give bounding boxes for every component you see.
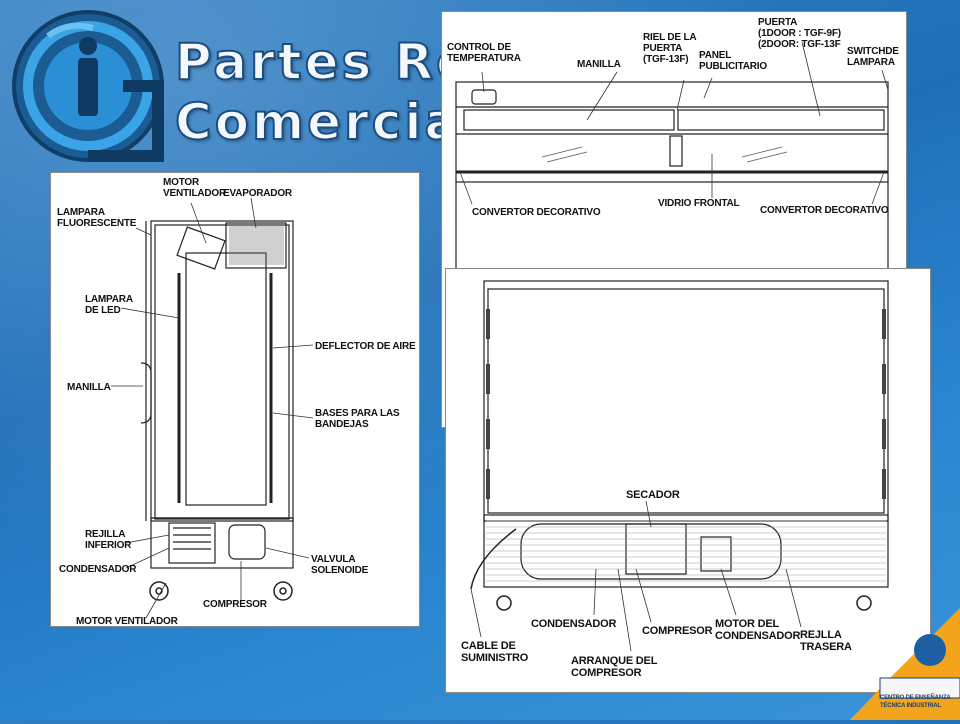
label-rejilla-inferior: REJILLA INFERIOR — [85, 529, 132, 551]
label-arranque-compresor: ARRANQUE DEL COMPRESOR — [571, 655, 658, 679]
label-lampara-led: LAMPARA DE LED — [85, 294, 133, 316]
slide-title: Partes Re Comercia — [174, 32, 474, 152]
side-view-diagram: MOTOR VENTILADOR EVAPORADOR LAMPARA FLUO… — [50, 172, 420, 627]
label-switch-lampara: SWITCHDE LAMPARA — [847, 46, 899, 68]
label-motor-condensador: MOTOR DEL CONDENSADOR — [715, 618, 801, 642]
label-vidrio-frontal: VIDRIO FRONTAL — [658, 198, 740, 209]
label-lampara-fluorescente: LAMPARA FLUORESCENTE — [57, 207, 137, 229]
label-condensador: CONDENSADOR — [59, 564, 137, 575]
label-puerta: PUERTA (1DOOR : TGF-9F) (2DOOR: TGF-13F — [758, 17, 841, 50]
title-line-2: Comercia — [174, 92, 462, 152]
badge-text-line-1: CENTRO DE ENSEÑANZA — [880, 695, 951, 701]
label-deflector-aire: DEFLECTOR DE AIRE — [315, 341, 416, 352]
title-line-1: Partes Re — [174, 32, 474, 92]
label-manilla: MANILLA — [67, 382, 111, 393]
label-condensador-rear: CONDENSADOR — [531, 618, 617, 630]
label-secador: SECADOR — [626, 489, 680, 501]
badge-logo-icon — [850, 608, 960, 720]
institution-logo-icon — [12, 10, 164, 162]
front-view-drawing — [455, 41, 889, 272]
label-valvula-solenoide: VALVULA SOLENOIDE — [311, 554, 369, 576]
label-convertor-izq: CONVERTOR DECORATIVO — [472, 207, 601, 218]
label-compresor-side: COMPRESOR — [203, 599, 267, 610]
label-motor-ventilador-top: MOTOR VENTILADOR — [163, 177, 227, 199]
label-compresor-rear: COMPRESOR — [642, 625, 713, 637]
label-evaporador: EVAPORADOR — [223, 188, 292, 199]
label-riel-puerta: RIEL DE LA PUERTA (TGF-13F) — [643, 32, 697, 65]
label-rejilla-trasera: REJLLA TRASERA — [800, 629, 852, 653]
badge-text-line-2: TÉCNICA INDUSTRIAL — [880, 703, 941, 709]
label-manilla-front: MANILLA — [577, 59, 621, 70]
label-control-temperatura: CONTROL DE TEMPERATURA — [447, 42, 521, 64]
side-view-drawing — [111, 197, 314, 619]
rear-view-diagram: SECADOR CONDENSADOR COMPRESOR MOTOR DEL … — [445, 268, 931, 693]
institution-badge: CENTRO DE ENSEÑANZA TÉCNICA INDUSTRIAL — [850, 608, 960, 720]
label-convertor-der: CONVERTOR DECORATIVO — [760, 205, 889, 216]
label-cable-suministro: CABLE DE SUMINISTRO — [461, 640, 529, 664]
label-motor-ventilador-bottom: MOTOR VENTILADOR — [76, 616, 178, 627]
rear-view-drawing — [470, 280, 889, 652]
label-bases-bandejas: BASES PARA LAS BANDEJAS — [315, 408, 400, 430]
label-panel-publicitario: PANEL PUBLICITARIO — [699, 50, 767, 72]
